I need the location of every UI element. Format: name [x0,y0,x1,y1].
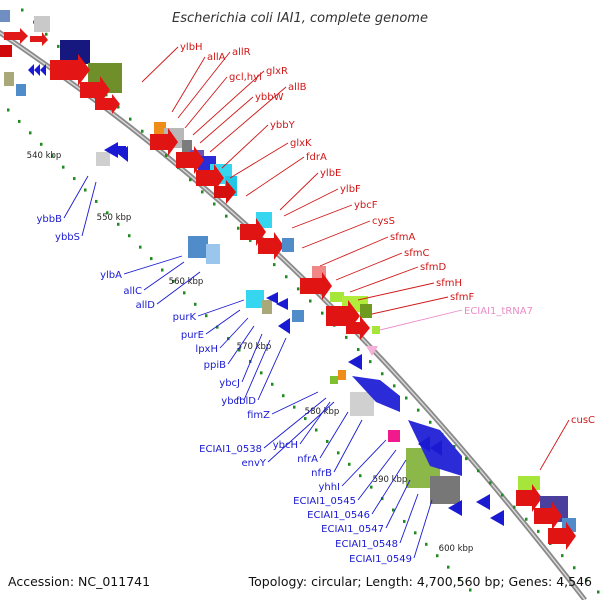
forward-gene-label: sfmA [390,232,415,243]
label-leaders [63,46,570,559]
scale-tick-550: 550 kbp [97,213,132,223]
reverse-gene-label: allC [123,286,142,297]
scale-tick-600: 600 kbp [439,544,474,554]
reverse-gene-label: ECIAI1_0547 [321,524,384,535]
reverse-gene-label: ECIAI1_0549 [349,554,412,565]
scale-tick-580: 580 kbp [305,407,340,417]
forward-gene-label: ybcF [354,200,378,211]
reverse-gene-label: ybcI [221,396,242,407]
forward-gene-label: ybbY [270,120,296,131]
reverse-gene-label: nfrA [297,454,318,465]
forward-gene-label: allR [232,47,251,58]
rna-gene-label: ECIAI1_tRNA7 [464,306,533,317]
reverse-gene-label: envY [241,458,266,469]
scale-labels: 540 kbp 550 kbp 560 kbp 570 kbp 580 kbp … [27,151,474,554]
forward-gene-label: sfmD [420,262,446,273]
genome-summary-text: Topology: circular; Length: 4,700,560 bp… [248,574,592,589]
reverse-gene-label: ybbS [55,232,80,243]
scale-tick-540: 540 kbp [27,151,62,161]
forward-gene-label: sfmF [450,292,474,303]
forward-gene-label: ylbH [180,42,203,53]
forward-gene-label: sfmH [436,278,462,289]
forward-gene-label: sfmC [404,248,429,259]
reverse-gene-label: folD [236,396,256,407]
scale-tick-590: 590 kbp [373,475,408,485]
reverse-gene-label: lpxH [195,344,218,355]
forward-gene-label: gcl,hyi [229,72,262,83]
reverse-gene-label: yhhI [318,482,340,493]
forward-gene-label: allB [288,82,307,93]
reverse-features [4,64,504,526]
accession-text: Accession: NC_011741 [8,574,150,589]
forward-gene-label: ylbE [320,168,341,179]
forward-gene-label: ybbW [255,92,284,103]
gene-labels: ylbH allA allR gcl,hyi glxR ybbW allB ybbY glxK f… [37,42,596,565]
reverse-gene-label: ybcH [273,440,298,451]
forward-gene-label: allA [207,52,226,63]
reverse-gene-label: purK [173,312,197,323]
map-title: Escherichia coli IAI1, complete genome [172,11,428,26]
reverse-gene-label: ECIAI1_0538 [199,444,262,455]
reverse-gene-label: nfrB [311,468,332,479]
forward-gene-label: ylbF [340,184,361,195]
scale-tick-570: 570 kbp [237,342,272,352]
forward-features [0,10,576,550]
reverse-gene-label: ylbA [100,270,122,281]
reverse-gene-label: ECIAI1_0546 [307,510,370,521]
reverse-gene-label: ECIAI1_0548 [335,539,398,550]
reverse-gene-label: ybcJ [219,378,240,389]
forward-gene-label: glxK [290,138,312,149]
reverse-gene-label: ybbB [37,214,63,225]
reverse-gene-label: ppiB [204,360,226,371]
reverse-gene-label: fimZ [247,410,270,421]
forward-gene-label: fdrA [306,152,327,163]
reverse-gene-label: purE [181,330,204,341]
reverse-gene-label: ECIAI1_0545 [293,496,356,507]
forward-gene-label: glxR [266,66,288,77]
forward-gene-label: cusC [571,415,595,426]
forward-gene-label: cysS [372,216,395,227]
reverse-gene-label: allD [136,300,156,311]
